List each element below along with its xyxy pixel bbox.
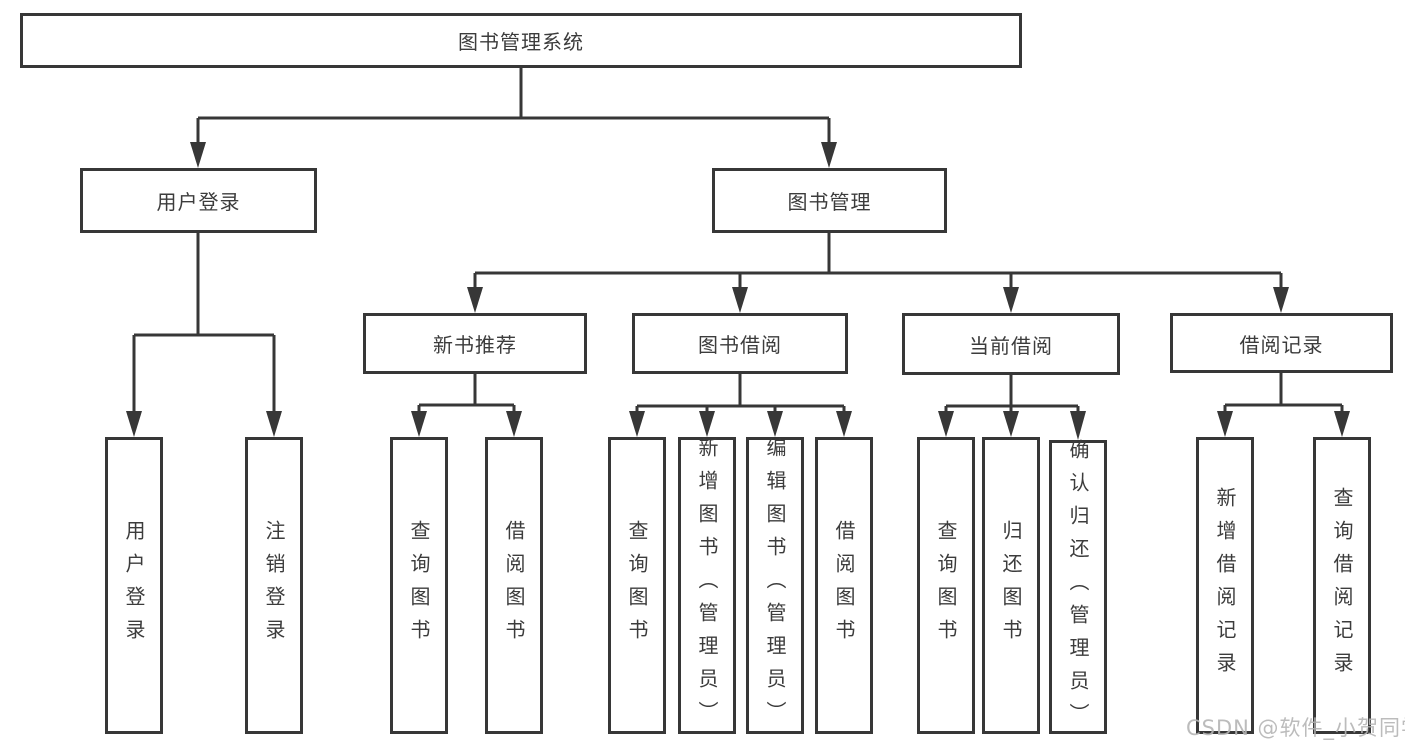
leaf-query-books-recommend: 查询图书: [390, 437, 448, 734]
leaf-user-login-label: 用户登录: [122, 519, 146, 652]
leaf-confirm-return-admin: 确认归还（管理员）: [1049, 438, 1107, 736]
node-root-label: 图书管理系统: [458, 30, 584, 54]
leaf-return-book: 归还图书: [982, 437, 1040, 734]
leaf-query-borrow-record-label: 查询借阅记录: [1330, 486, 1354, 685]
leaf-borrow-books-label: 借阅图书: [832, 519, 856, 652]
node-book-management-label: 图书管理: [787, 190, 872, 214]
node-borrowing-records: 借阅记录: [1170, 313, 1393, 373]
leaf-query-borrow-record: 查询借阅记录: [1313, 437, 1371, 734]
leaf-query-books-borrow-label: 查询图书: [625, 519, 649, 652]
csdn-watermark: CSDN @软件_小贺同学: [1186, 716, 1405, 740]
leaf-add-borrow-record: 新增借阅记录: [1196, 437, 1254, 734]
node-new-book-recommend: 新书推荐: [363, 313, 587, 374]
leaf-query-books-recommend-label: 查询图书: [407, 519, 431, 652]
node-new-book-recommend-label: 新书推荐: [433, 333, 517, 357]
leaf-add-book-admin-label: 新增图书（管理员）: [695, 437, 719, 734]
leaf-borrow-books-recommend: 借阅图书: [485, 437, 543, 734]
node-root-system: 图书管理系统: [20, 13, 1022, 68]
leaf-logout-label: 注销登录: [262, 519, 286, 652]
connector-new-books-to-leaves: [411, 374, 522, 437]
connector-root-to-branches: [190, 68, 837, 168]
leaf-edit-book-admin: 编辑图书（管理员）: [746, 437, 804, 734]
node-book-borrowing: 图书借阅: [632, 313, 848, 374]
node-user-login: 用户登录: [80, 168, 317, 233]
node-book-borrowing-label: 图书借阅: [698, 333, 782, 357]
leaf-query-books-borrow: 查询图书: [608, 437, 666, 734]
leaf-edit-book-admin-label: 编辑图书（管理员）: [763, 437, 787, 734]
leaf-query-books-current: 查询图书: [917, 437, 975, 734]
connector-book-borrow-to-leaves: [629, 374, 852, 437]
node-book-management: 图书管理: [712, 168, 947, 233]
connector-borrow-records-to-leaves: [1217, 373, 1350, 437]
leaf-add-book-admin: 新增图书（管理员）: [678, 437, 736, 734]
node-current-borrowing-label: 当前借阅: [969, 333, 1053, 358]
leaf-query-books-current-label: 查询图书: [934, 519, 958, 652]
node-user-login-label: 用户登录: [156, 190, 241, 214]
leaf-add-borrow-record-label: 新增借阅记录: [1213, 486, 1237, 685]
leaf-return-book-label: 归还图书: [999, 519, 1023, 652]
leaf-user-login: 用户登录: [105, 437, 163, 734]
connector-current-borrow-to-leaves: [938, 375, 1086, 440]
leaf-logout: 注销登录: [245, 437, 303, 734]
connector-book-mgmt-to-groups: [467, 233, 1289, 313]
connector-user-login-to-leaves: [126, 233, 282, 437]
node-borrowing-records-label: 借阅记录: [1239, 332, 1324, 357]
leaf-borrow-books: 借阅图书: [815, 437, 873, 734]
node-current-borrowing: 当前借阅: [902, 313, 1120, 375]
leaf-borrow-books-recommend-label: 借阅图书: [502, 519, 526, 652]
leaf-confirm-return-admin-label: 确认归还（管理员）: [1066, 438, 1090, 736]
